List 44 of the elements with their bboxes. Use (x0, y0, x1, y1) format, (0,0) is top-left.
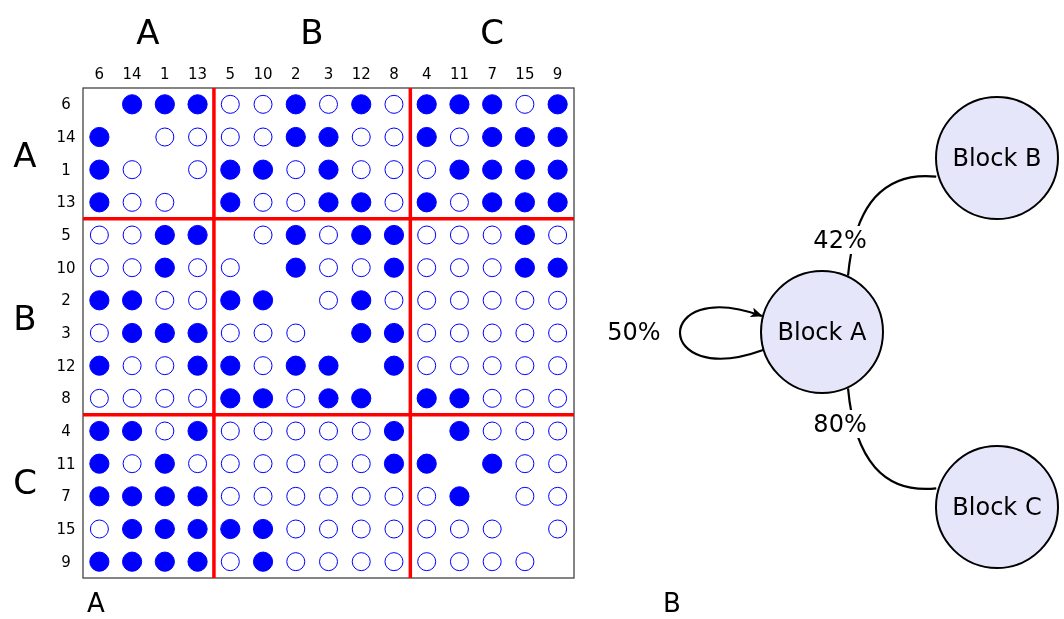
group-heading: B (300, 12, 324, 52)
row-number: 4 (61, 422, 71, 440)
group-heading: C (13, 462, 37, 502)
column-number: 14 (122, 65, 142, 83)
edge-label: 42% (813, 226, 867, 255)
column-number: 5 (225, 65, 236, 83)
column-number: 7 (487, 65, 497, 83)
node-label: Block A (777, 318, 867, 346)
row-number: 9 (61, 552, 71, 571)
column-number: 10 (253, 65, 273, 83)
column-number: 9 (552, 65, 563, 83)
edge-label: 80% (813, 410, 867, 439)
connector-arrow (679, 306, 764, 360)
column-number: 1 (160, 65, 170, 83)
group-heading: A (13, 135, 37, 175)
group-heading: A (136, 12, 160, 52)
column-number: 4 (421, 65, 432, 83)
row-number: 14 (56, 128, 76, 146)
node-label: Block B (952, 144, 1042, 172)
panel-label: A (87, 588, 105, 618)
row-number: 2 (61, 291, 71, 310)
panel-label: B (663, 588, 681, 618)
row-number: 13 (56, 193, 76, 212)
row-number: 10 (56, 258, 76, 277)
column-number: 3 (323, 65, 334, 83)
row-number: 12 (56, 356, 76, 375)
column-number: 6 (94, 65, 105, 83)
row-number: 5 (61, 226, 71, 244)
column-number: 13 (188, 65, 208, 83)
row-number: 11 (56, 454, 76, 473)
column-number: 11 (449, 65, 469, 83)
row-number: 8 (61, 389, 71, 408)
node-label: Block C (952, 493, 1042, 521)
group-heading: C (480, 12, 504, 52)
column-number: 8 (389, 65, 399, 83)
column-number: 15 (515, 65, 535, 83)
column-number: 12 (351, 65, 371, 83)
row-number: 15 (56, 520, 76, 538)
row-number: 6 (61, 95, 71, 114)
row-number: 7 (61, 487, 71, 506)
row-number: 1 (61, 160, 71, 179)
column-number: 2 (291, 65, 301, 83)
group-heading: B (13, 298, 37, 338)
row-number: 3 (61, 324, 71, 342)
